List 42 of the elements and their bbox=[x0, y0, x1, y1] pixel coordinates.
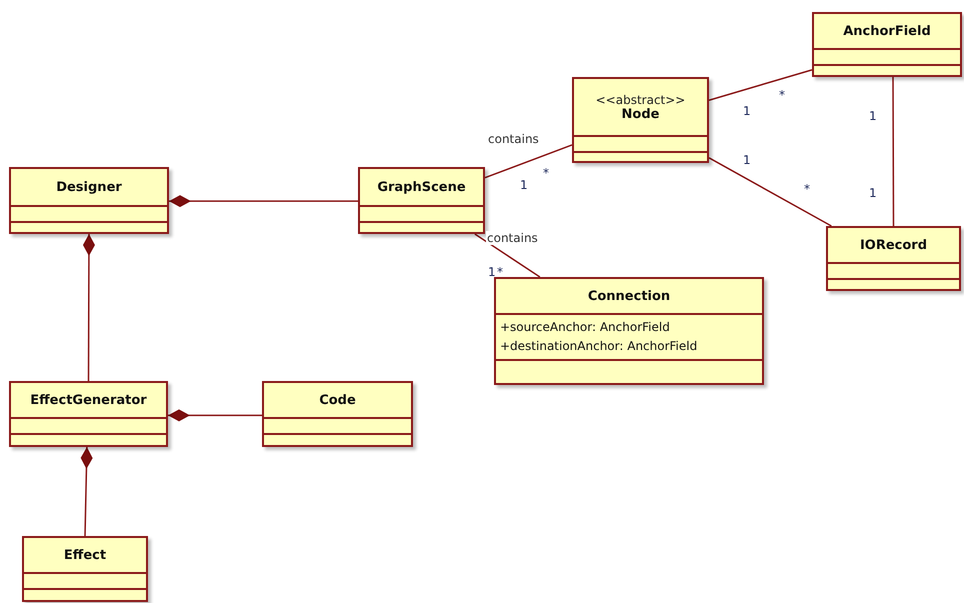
multiplicity: 1 bbox=[869, 109, 877, 123]
composition-line bbox=[168, 409, 262, 422]
composition-line bbox=[80, 446, 93, 536]
class-box bbox=[494, 277, 764, 385]
class-box bbox=[9, 167, 169, 234]
composition-line bbox=[82, 234, 95, 381]
class-box bbox=[572, 77, 709, 163]
multiplicity: 1 bbox=[743, 104, 751, 118]
class-name: IORecord bbox=[860, 238, 928, 252]
stereotype: <<abstract>> bbox=[596, 92, 686, 106]
association-line bbox=[474, 233, 540, 278]
multiplicity: * bbox=[804, 182, 810, 196]
multiplicity: 1 bbox=[869, 186, 877, 200]
edge-label: contains bbox=[486, 231, 539, 245]
class-name: Connection bbox=[588, 288, 670, 304]
class-name: AnchorField bbox=[843, 24, 931, 38]
multiplicity: * bbox=[543, 166, 549, 180]
multiplicity: * bbox=[497, 265, 503, 279]
multiplicity: * bbox=[779, 88, 785, 102]
association-line bbox=[892, 77, 894, 226]
class-box bbox=[826, 226, 961, 291]
class-name: GraphScene bbox=[377, 180, 466, 194]
attribute: +sourceAnchor: AnchorField bbox=[499, 319, 671, 336]
class-name: Designer bbox=[56, 180, 122, 194]
class-box bbox=[22, 536, 148, 602]
class-name: Code bbox=[319, 392, 356, 408]
association-line bbox=[708, 69, 812, 101]
edge-label: contains bbox=[487, 132, 540, 146]
association-line bbox=[708, 157, 832, 227]
class-box bbox=[9, 381, 168, 447]
multiplicity: 1 bbox=[488, 265, 496, 279]
attribute: +destinationAnchor: AnchorField bbox=[499, 338, 698, 355]
class-box bbox=[262, 381, 413, 447]
class-name: EffectGenerator bbox=[30, 392, 147, 408]
class-box bbox=[812, 12, 962, 77]
multiplicity: 1 bbox=[520, 178, 528, 192]
composition-line bbox=[169, 195, 358, 208]
class-name: Node bbox=[622, 106, 660, 122]
association-line bbox=[484, 144, 572, 178]
class-box bbox=[358, 167, 485, 234]
multiplicity: 1 bbox=[743, 153, 751, 167]
class-name: Effect bbox=[64, 548, 106, 562]
